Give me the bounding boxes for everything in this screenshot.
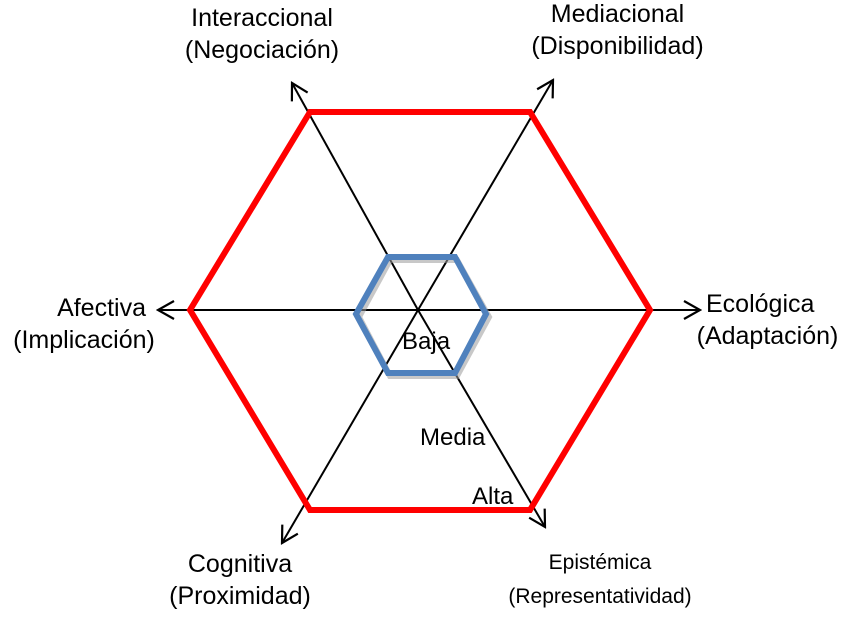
level-label-media: Media [420,424,486,451]
level-label-alta: Alta [472,483,514,510]
outer-hexagon-alta [186,109,654,513]
axis-subtitle: (Disponibilidad) [531,32,704,60]
axis-name: Cognitiva [187,550,293,578]
axis-arrow-interaccional [292,83,419,311]
axis-subtitle: (Representatividad) [508,585,692,608]
axis-name: Afectiva [57,294,146,322]
axis-label-interaccional: Interaccional (Negociación) [172,2,352,66]
axis-label-cognitiva: Cognitiva (Proximidad) [150,548,330,612]
inner-hexagon-baja [352,254,490,376]
axis-name: Interaccional [191,4,333,32]
axis-label-afectiva: Afectiva (Implicación) [0,292,168,356]
level-label-baja: Baja [402,328,451,355]
axis-subtitle: (Proximidad) [169,582,311,610]
axis-subtitle: (Implicación) [13,326,155,354]
axis-name: Epistémica [548,551,652,574]
axis-label-epistemica: Epistémica (Representatividad) [480,546,720,614]
axis-subtitle: (Negociación) [184,36,340,64]
axis-label-ecologica: Ecológica (Adaptación) [680,288,850,352]
axes-group [158,80,700,543]
axis-name: Ecológica [706,290,815,318]
axis-label-mediacional: Mediacional (Disponibilidad) [510,0,725,62]
axis-arrow-epistemica [417,309,545,527]
axis-subtitle: (Adaptación) [696,322,839,350]
axis-name: Mediacional [550,0,685,28]
